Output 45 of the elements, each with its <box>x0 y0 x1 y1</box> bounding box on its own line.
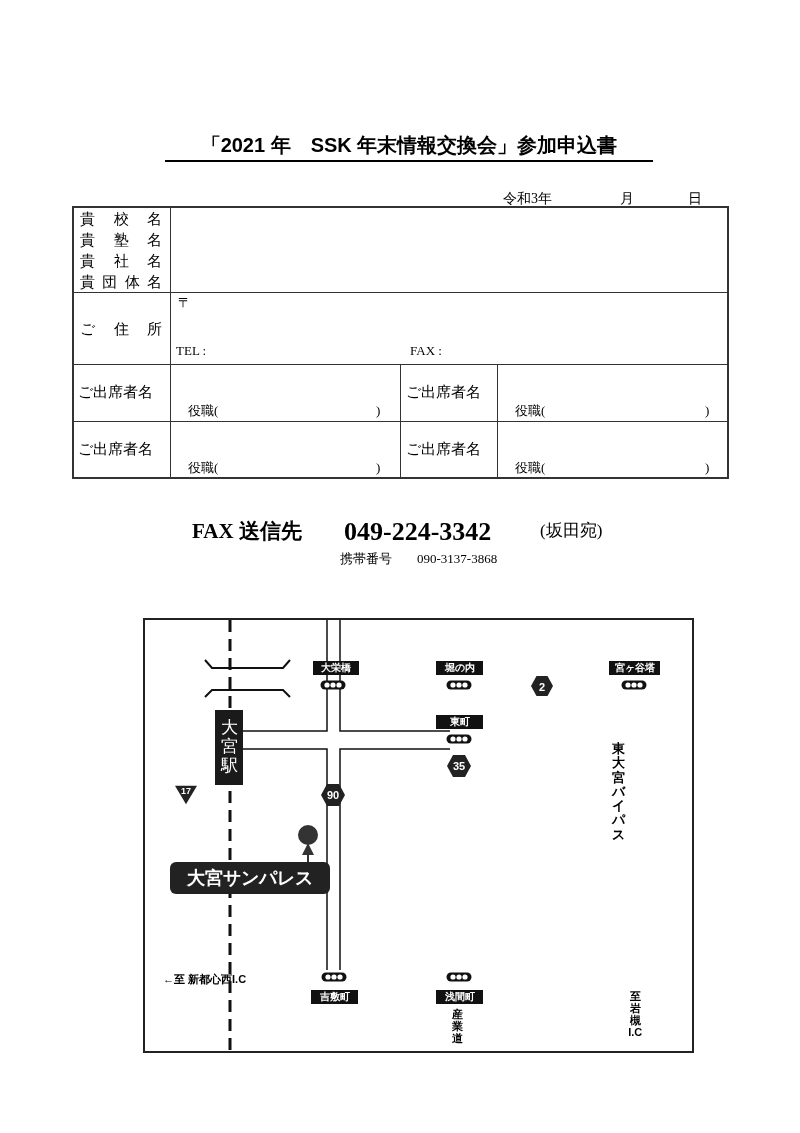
field-label: ご出席者名 <box>78 440 153 459</box>
field-label: 貴塾名 <box>80 231 162 250</box>
day-label: 日 <box>688 190 702 208</box>
field-label: ご出席者名 <box>406 383 481 402</box>
station-box: 大宮駅 <box>215 710 243 785</box>
bracket-mark: ) <box>376 459 381 477</box>
pointer-arrow <box>302 843 314 863</box>
fax-heading: FAX 送信先 <box>192 518 302 545</box>
route-triangle: 17 <box>175 785 197 805</box>
postal-mark: 〒 <box>178 294 191 312</box>
intersection-sign: 堀の内 <box>436 661 483 675</box>
bracket-mark: ) <box>376 402 381 420</box>
month-label: 月 <box>620 190 634 208</box>
fax-number: 049-224-3342 <box>344 516 492 548</box>
bracket-mark: ) <box>705 402 710 420</box>
field-label: 貴校名 <box>80 210 162 229</box>
mobile-label: 携帯番号 <box>340 550 392 568</box>
field-label: ご出席者名 <box>78 383 153 402</box>
field-label: TEL : <box>176 342 207 360</box>
field-label: 貴団体名 <box>80 273 162 292</box>
form-title: 「2021 年 SSK 年末情報交換会」参加申込書 <box>165 130 653 162</box>
intersection-sign: 宮ヶ谷塔 <box>609 661 660 675</box>
mobile-number: 090-3137-3868 <box>417 550 498 568</box>
field-label: 役職( <box>188 402 219 420</box>
intersection-sign: 浅間町 <box>436 990 483 1004</box>
field-label: 役職( <box>515 459 546 477</box>
field-label: ご出席者名 <box>406 440 481 459</box>
field-label: 役職( <box>188 459 219 477</box>
route-hexagon: 2 <box>531 675 553 697</box>
field-label: 貴社名 <box>80 252 162 271</box>
recipient-label: (坂田宛) <box>540 520 603 542</box>
field-label: FAX : <box>410 342 442 360</box>
intersection-sign: 吉敷町 <box>311 990 358 1004</box>
field-label: 役職( <box>515 402 546 420</box>
intersection-sign: 東町 <box>436 715 483 729</box>
direction-label: 至岩槻I.C <box>627 990 644 1039</box>
intersection-sign: 大栄橋 <box>313 661 359 675</box>
route-hexagon: 90 <box>321 783 345 807</box>
field-label: ご住所 <box>80 320 162 339</box>
venue-label-box: 大宮サンパレス <box>170 862 330 894</box>
venue-marker <box>298 825 318 845</box>
date-label: 令和3年 <box>503 190 552 208</box>
bracket-mark: ) <box>705 459 710 477</box>
route-hexagon: 35 <box>447 754 471 778</box>
road-name: 東大宮バイパス <box>612 742 625 843</box>
